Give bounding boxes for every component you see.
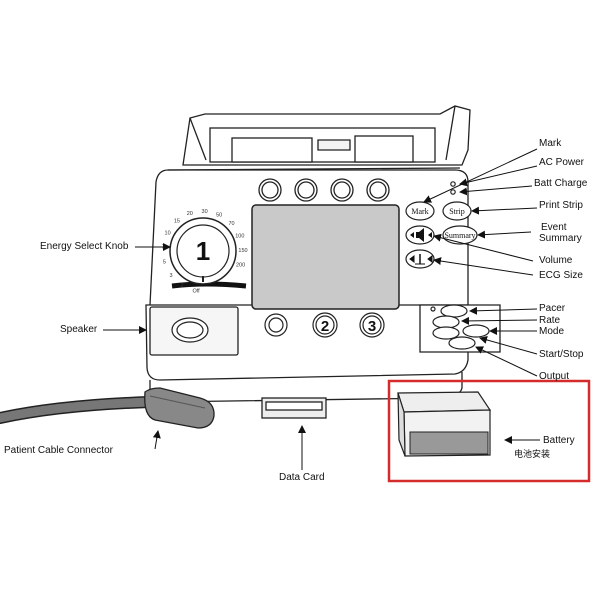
label-event-summary-line1: Event: [541, 222, 567, 233]
label-pacer: Pacer: [539, 303, 566, 314]
right-panel-buttons: [405, 181, 490, 350]
knob-scale-label: 200: [236, 263, 245, 269]
knob-scale-label: Off: [192, 288, 200, 294]
label-print-strip: Print Strip: [539, 200, 583, 211]
label-output: Output: [539, 371, 570, 382]
lower-buttons: [264, 312, 385, 338]
strip-button: [442, 201, 472, 221]
label-battery: Battery: [543, 435, 575, 446]
top-buttons: [258, 178, 390, 202]
knob-scale-label: 3: [169, 273, 172, 279]
label-battery-install: 电池安装: [514, 450, 551, 460]
knob-scale-label: 150: [238, 248, 247, 254]
summary-button: [442, 225, 478, 245]
leader-lines: [103, 148, 540, 470]
label-speaker: Speaker: [60, 324, 98, 335]
speaker-grille: [171, 317, 209, 343]
knob-scale-label: 7: [162, 245, 165, 251]
output-button: [448, 336, 476, 350]
label-mode: Mode: [539, 326, 565, 337]
label-ecg-size: ECG Size: [539, 270, 583, 281]
knob-scale-label: 100: [235, 233, 244, 239]
knob-number: 1: [196, 236, 210, 266]
mode-button: [462, 324, 490, 338]
ecg-size-icon: [409, 254, 433, 265]
knob-scale-label: 2: [181, 283, 184, 289]
knob-scale-label: 15: [174, 219, 180, 225]
label-patient-cable-connector: Patient Cable Connector: [4, 445, 113, 456]
knob-scale-label: 20: [187, 211, 193, 217]
mark-button-label: Mark: [411, 207, 428, 216]
label-mark: Mark: [539, 138, 562, 149]
lower-button-3-label: 3: [368, 318, 376, 335]
rate-button: [432, 315, 460, 329]
battery: [397, 391, 492, 457]
volume-icon: [410, 228, 432, 242]
label-energy-select-knob: Energy Select Knob: [40, 241, 129, 252]
knob-scale-label: 30: [202, 209, 208, 215]
start-stop-button: [432, 326, 460, 340]
label-batt-charge: Batt Charge: [534, 178, 588, 189]
patient-cable: [0, 387, 215, 429]
display-screen: [251, 204, 400, 310]
knob-scale-label: 10: [165, 230, 171, 236]
label-event-summary-line2: Summary: [539, 233, 582, 244]
knob-scale-label: 5: [163, 260, 166, 266]
pacer-button: [440, 304, 468, 318]
label-rate: Rate: [539, 315, 561, 326]
strip-button-label: Strip: [449, 207, 465, 216]
lower-button-2-label: 2: [321, 318, 329, 335]
label-start-stop: Start/Stop: [539, 349, 584, 360]
knob-scale-label: 50: [216, 212, 222, 218]
label-data-card: Data Card: [279, 472, 325, 483]
label-volume: Volume: [539, 255, 573, 266]
mark-button: [405, 201, 435, 221]
knob-scale-label: 70: [228, 221, 234, 227]
label-ac-power: AC Power: [539, 157, 585, 168]
battery-highlight-box: [387, 379, 591, 483]
summary-button-label: Summary: [444, 231, 475, 240]
